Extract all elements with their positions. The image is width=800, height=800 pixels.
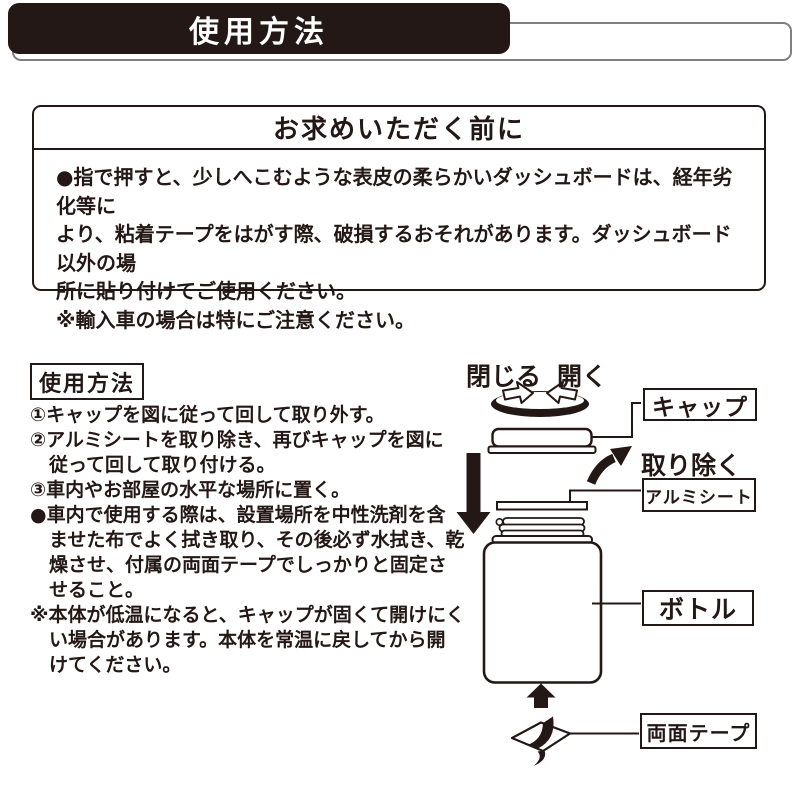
aluminum-callout-line (569, 489, 641, 502)
notice-title: お求めいただく前に (34, 107, 764, 150)
bottle-diagram (456, 381, 641, 766)
open-direction-label: 開く (557, 362, 608, 391)
text-line: より、粘着テープをはがす際、破損するおそれがあります。ダッシュボード以外の場 (56, 222, 732, 275)
text-line: せること。 (30, 579, 145, 601)
text-line: 燥させ、付属の両面テープでしっかりと固定さ (30, 554, 447, 576)
text-line: 所に貼り付けてご使用ください。 (56, 279, 356, 303)
text-line: 従って回して取り付ける。 (30, 454, 276, 476)
text-line: ●車内で使用する際は、設置場所を中性洗剤を含 (30, 504, 446, 526)
aluminum-sheet-label-box: アルミシート (642, 478, 756, 512)
text-line: けてください。 (30, 654, 182, 676)
text-line: ※輸入車の場合は特にご注意ください。 (56, 307, 416, 332)
cap-callout-line (592, 402, 641, 438)
notice-body: ●指で押すと、少しへこむような表皮の柔らかいダッシュボードは、経年劣化等により、… (34, 150, 764, 334)
text-line: ①キャップを図に従って回して取り外す。 (30, 404, 385, 426)
page-title: 使用方法 (189, 14, 329, 50)
down-arrow-icon (456, 453, 491, 534)
tape-label-box: 両面テープ (640, 713, 757, 749)
bottle-body-drawing (482, 541, 603, 684)
text-line: ※本体が低温になると、キャップが固くて開けにく (30, 604, 465, 626)
usage-instruction-list: ①キャップを図に従って回して取り外す。 ②アルミシートを取り除き、再びキャップを図… (30, 403, 470, 678)
text-line: ませた布でよく拭き取り、その後必ず水拭き、乾 (30, 529, 465, 551)
header-bar: 使用方法 (8, 3, 510, 54)
usage-heading: 使用方法 (30, 363, 144, 400)
curved-remove-arrow-icon (586, 446, 632, 485)
text-line: ③車内やお部屋の水平な場所に置く。 (30, 479, 351, 501)
cap-label-box: キャップ (643, 388, 757, 421)
bottle-label-box: ボトル (642, 590, 754, 626)
double-sided-tape-icon (510, 716, 572, 766)
aluminum-sheet-drawing (496, 501, 588, 511)
rotate-disc-icon (491, 381, 589, 417)
up-arrow-icon (526, 683, 556, 708)
notice-box: お求めいただく前に ●指で押すと、少しへこむような表皮の柔らかいダッシュボードは… (32, 105, 766, 332)
text-line: ②アルミシートを取り除き、再びキャップを図に (30, 429, 444, 451)
cap-drawing (487, 427, 597, 454)
close-direction-label: 閉じる (466, 362, 542, 391)
text-line: い場合があります。本体を常温に戻してから開 (30, 629, 446, 651)
bottle-neck-drawing (491, 517, 593, 545)
text-line: ●指で押すと、少しへこむような表皮の柔らかいダッシュボードは、経年劣化等に (56, 165, 733, 218)
remove-label: 取り除く (641, 451, 742, 480)
